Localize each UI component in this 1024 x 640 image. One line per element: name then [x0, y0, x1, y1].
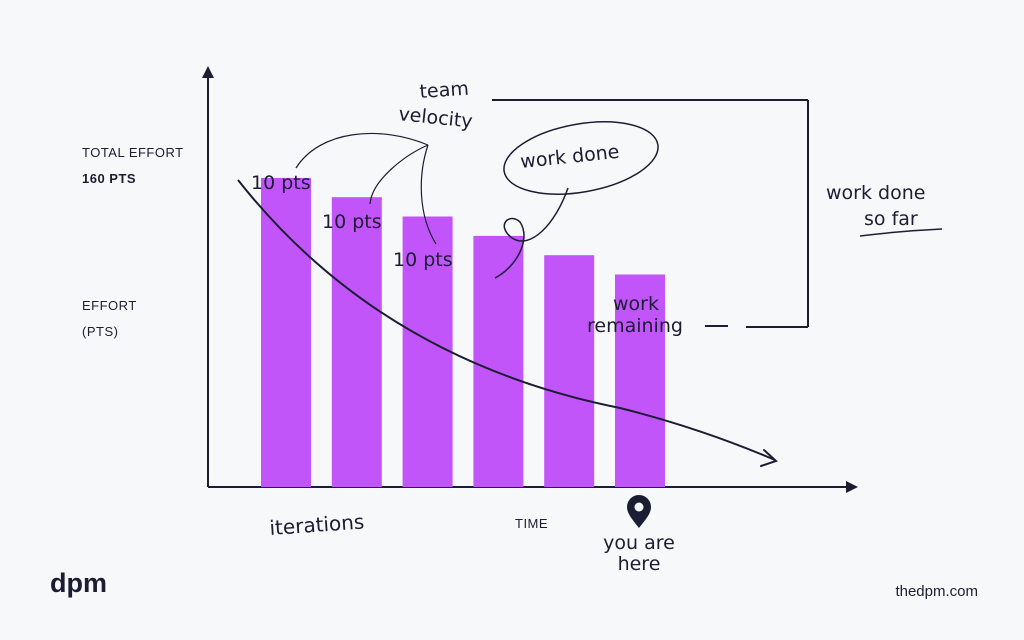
axes: [202, 66, 858, 493]
time-axis-label: TIME: [515, 516, 548, 531]
team-velocity-line1: team: [419, 78, 470, 103]
work-done-bubble: [494, 121, 659, 279]
velocity-label-1: 10 pts: [251, 172, 311, 194]
bar-iteration-4: [473, 235, 524, 487]
effort-unit-label: (PTS): [82, 324, 118, 339]
work-remaining-line1: work: [613, 293, 659, 315]
total-points-label: 160 PTS: [82, 171, 136, 186]
you-are-here-line2: here: [618, 553, 661, 575]
bar-iteration-3: [402, 216, 453, 487]
work-done-bracket: [492, 99, 809, 328]
work-done-ellipse: [503, 121, 659, 195]
bars-group: [261, 177, 665, 487]
trend-arrow-icon: [760, 449, 778, 467]
trend-line: [237, 179, 776, 461]
effort-axis-label: EFFORT: [82, 298, 137, 313]
work-done-so-far-line1: work done: [826, 182, 925, 204]
site-url[interactable]: thedpm.com: [895, 583, 978, 600]
so-far-underline: [859, 228, 943, 237]
x-axis-arrow: [846, 481, 858, 493]
you-are-here-line1: you are: [603, 532, 675, 554]
total-effort-label: TOTAL EFFORT: [82, 145, 184, 160]
work-done-so-far-line2: so far: [864, 208, 918, 230]
velocity-label-2: 10 pts: [322, 211, 382, 233]
velocity-pointers: [295, 132, 437, 245]
work-done-squiggle: [494, 187, 569, 279]
work-remaining-line2: remaining: [587, 315, 683, 337]
velocity-label-3: 10 pts: [393, 249, 453, 271]
bar-iteration-1: [261, 177, 311, 487]
bar-iteration-2: [331, 197, 382, 487]
dpm-logo[interactable]: dpm: [50, 568, 107, 598]
bar-iteration-5: [544, 255, 595, 487]
y-axis-arrow: [202, 66, 214, 78]
map-pin-icon: [627, 495, 651, 528]
bar-iteration-6: [615, 274, 665, 487]
